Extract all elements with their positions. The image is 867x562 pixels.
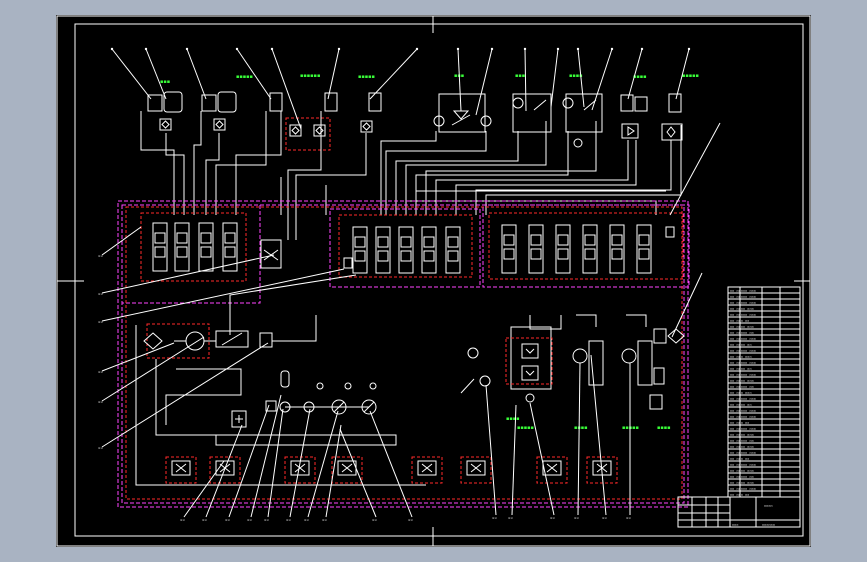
- left-leaders: [101, 122, 721, 448]
- valve-bank-right: [482, 204, 690, 288]
- svg-text:▫▫: ▫▫: [98, 291, 103, 296]
- svg-text:▪▪▪▪: ▪▪▪▪: [506, 416, 520, 422]
- valve-bank-left: [121, 204, 282, 304]
- pipe-runs: [140, 111, 682, 240]
- svg-text:▫▫: ▫▫: [202, 517, 207, 522]
- svg-text:▫▫: ▫▫: [550, 515, 555, 520]
- svg-text:▫▫ ▫▫▫ ▫▫▫: ▫▫ ▫▫▫ ▫▫▫: [730, 355, 752, 359]
- svg-text:▫▫ ▫▫▫▫▫ ▫▫: ▫▫ ▫▫▫▫▫ ▫▫: [730, 439, 754, 443]
- svg-text:▫▫ ▫▫▫ ▫▫: ▫▫ ▫▫▫ ▫▫: [730, 493, 749, 497]
- svg-text:▫▫▫▫: ▫▫▫▫: [764, 504, 773, 508]
- svg-text:▫▫ ▫▫▫▫ ▫▫▫: ▫▫ ▫▫▫▫ ▫▫▫: [730, 325, 754, 329]
- svg-text:▫▫: ▫▫: [180, 517, 185, 522]
- svg-text:▪▪▪: ▪▪▪: [515, 73, 525, 79]
- title-block: ▫▫▫▫ ▫▫▫▫▫▫ ▫▫▫: [677, 496, 801, 528]
- svg-text:▪▪▪▪▪: ▪▪▪▪▪: [236, 74, 253, 80]
- top-leaders: [110, 47, 691, 130]
- svg-text:▫▫: ▫▫: [508, 515, 513, 520]
- svg-text:▫▫ ▫▫▫ ▫▫: ▫▫ ▫▫▫ ▫▫: [730, 421, 749, 425]
- svg-text:▪▪▪▪: ▪▪▪▪: [633, 74, 647, 80]
- svg-text:▫▫ ▫▫▫▫▫ ▫▫▫: ▫▫ ▫▫▫▫▫ ▫▫▫: [730, 313, 756, 317]
- svg-text:▫▫ ▫▫▫▫▫ ▫▫: ▫▫ ▫▫▫▫▫ ▫▫: [730, 385, 754, 389]
- balloon-numbers: ▫▫▫▫ ▫▫▫▫ ▫▫▫▫ ▫▫▫▫ ▫▫▫▫ ▫▫▫▫ ▫▫▫▫ ▫▫▫▫ …: [98, 253, 631, 522]
- svg-text:▫▫: ▫▫: [492, 515, 497, 520]
- svg-text:▪▪▪▪: ▪▪▪▪: [657, 425, 671, 431]
- svg-text:▫▫: ▫▫: [286, 517, 291, 522]
- svg-text:▫▫ ▫▫▫▫▫ ▫▫▫: ▫▫ ▫▫▫▫▫ ▫▫▫: [730, 427, 756, 431]
- svg-text:▪▪▪▪▪: ▪▪▪▪▪: [682, 73, 699, 79]
- svg-text:▫▫ ▫▫▫▫ ▫▫: ▫▫ ▫▫▫▫ ▫▫: [730, 403, 752, 407]
- svg-text:▫▫ ▫▫▫▫▫ ▫▫▫: ▫▫ ▫▫▫▫▫ ▫▫▫: [730, 301, 756, 305]
- parts-list-table: ▫▫ ▫▫▫▫▫ ▫▫▫ ▫▫ ▫▫▫▫▫ ▫▫▫ ▫▫ ▫▫▫▫▫ ▫▫▫ ▫▫ …: [727, 286, 801, 498]
- svg-text:▫▫ ▫▫▫▫▫ ▫▫▫: ▫▫ ▫▫▫▫▫ ▫▫▫: [730, 451, 756, 455]
- svg-text:▫▫ ▫▫▫▫▫ ▫▫▫: ▫▫ ▫▫▫▫▫ ▫▫▫: [730, 415, 756, 419]
- svg-text:▫▫ ▫▫▫▫ ▫▫▫: ▫▫ ▫▫▫▫ ▫▫▫: [730, 481, 754, 485]
- svg-text:▪▪▪▪: ▪▪▪▪: [569, 73, 583, 79]
- svg-text:▫▫ ▫▫▫▫ ▫▫: ▫▫ ▫▫▫▫ ▫▫: [730, 367, 752, 371]
- bottom-leaders: [183, 354, 631, 518]
- svg-text:▫▫: ▫▫: [264, 517, 269, 522]
- svg-text:▫▫: ▫▫: [98, 399, 103, 404]
- svg-text:▫▫ ▫▫▫▫ ▫▫▫: ▫▫ ▫▫▫▫ ▫▫▫: [730, 445, 754, 449]
- svg-text:▫▫: ▫▫: [574, 515, 579, 520]
- bottom-actuators: [165, 456, 618, 484]
- svg-text:▪▪▪▪▪: ▪▪▪▪▪: [517, 425, 534, 431]
- svg-text:▫▫▫▫▫▫: ▫▫▫▫▫▫: [762, 523, 775, 527]
- svg-text:▫▫: ▫▫: [408, 517, 413, 522]
- svg-text:▫▫ ▫▫▫▫▫ ▫▫▫: ▫▫ ▫▫▫▫▫ ▫▫▫: [730, 409, 756, 413]
- top-actuator-row: [147, 91, 683, 151]
- valve-bank-middle: [329, 208, 481, 288]
- svg-text:▫▫ ▫▫▫▫▫ ▫▫: ▫▫ ▫▫▫▫▫ ▫▫: [730, 331, 754, 335]
- system-enclosure-red: [125, 206, 683, 500]
- svg-text:▫▫: ▫▫: [98, 445, 103, 450]
- svg-text:▫▫: ▫▫: [98, 319, 103, 324]
- outer-frame: [56, 15, 811, 547]
- svg-text:▫▫: ▫▫: [98, 369, 103, 374]
- svg-text:▫▫: ▫▫: [247, 517, 252, 522]
- svg-text:▫▫ ▫▫▫▫▫ ▫▫▫: ▫▫ ▫▫▫▫▫ ▫▫▫: [730, 463, 756, 467]
- svg-text:▫▫ ▫▫▫▫ ▫▫▫: ▫▫ ▫▫▫▫ ▫▫▫: [730, 307, 754, 311]
- svg-text:▪▪▪▪▪: ▪▪▪▪▪: [358, 74, 375, 80]
- svg-text:▫▫ ▫▫▫▫▫ ▫▫▫: ▫▫ ▫▫▫▫▫ ▫▫▫: [730, 397, 756, 401]
- green-annotations: ▪▪▪ ▪▪▪▪▪ ▪▪▪▪▪▪ ▪▪▪▪▪ ▪▪▪ ▪▪▪ ▪▪▪▪ ▪▪▪▪…: [160, 73, 699, 431]
- svg-text:▫▫: ▫▫: [372, 517, 377, 522]
- svg-text:▫▫ ▫▫▫ ▫▫: ▫▫ ▫▫▫ ▫▫: [730, 457, 749, 461]
- svg-text:▪▪▪▪▪▪: ▪▪▪▪▪▪: [300, 73, 320, 79]
- svg-text:▫▫: ▫▫: [225, 517, 230, 522]
- svg-text:▫▫: ▫▫: [626, 515, 631, 520]
- hydraulic-schematic: ▪▪▪ ▪▪▪▪▪ ▪▪▪▪▪▪ ▪▪▪▪▪ ▪▪▪ ▪▪▪ ▪▪▪▪ ▪▪▪▪…: [56, 15, 811, 547]
- svg-text:▫▫: ▫▫: [322, 517, 327, 522]
- svg-text:▫▫: ▫▫: [98, 253, 103, 258]
- svg-text:▫▫ ▫▫▫ ▫▫▫: ▫▫ ▫▫▫ ▫▫▫: [730, 391, 752, 395]
- right-motors: [460, 314, 685, 410]
- svg-text:▫▫ ▫▫▫▫▫ ▫▫▫: ▫▫ ▫▫▫▫▫ ▫▫▫: [730, 289, 756, 293]
- svg-text:▫▫ ▫▫▫▫▫ ▫▫▫: ▫▫ ▫▫▫▫▫ ▫▫▫: [730, 361, 756, 365]
- gauges-row: [215, 370, 397, 446]
- svg-text:▫▫: ▫▫: [602, 515, 607, 520]
- svg-text:▫▫ ▫▫▫▫▫ ▫▫: ▫▫ ▫▫▫▫▫ ▫▫: [730, 475, 754, 479]
- svg-text:▫▫ ▫▫▫▫ ▫▫▫: ▫▫ ▫▫▫▫ ▫▫▫: [730, 469, 754, 473]
- svg-text:▫▫ ▫▫▫▫ ▫▫▫: ▫▫ ▫▫▫▫ ▫▫▫: [730, 433, 754, 437]
- svg-text:▪▪▪: ▪▪▪: [160, 79, 170, 85]
- svg-text:▫▫ ▫▫▫ ▫▫: ▫▫ ▫▫▫ ▫▫: [730, 319, 749, 323]
- svg-text:▫▫: ▫▫: [304, 517, 309, 522]
- svg-text:▫▫ ▫▫▫▫▫ ▫▫▫: ▫▫ ▫▫▫▫▫ ▫▫▫: [730, 349, 756, 353]
- svg-text:▫▫ ▫▫▫▫ ▫▫: ▫▫ ▫▫▫▫ ▫▫: [730, 343, 752, 347]
- svg-text:▫▫ ▫▫▫▫▫ ▫▫▫: ▫▫ ▫▫▫▫▫ ▫▫▫: [730, 373, 756, 377]
- svg-text:▫▫ ▫▫▫▫ ▫▫▫: ▫▫ ▫▫▫▫ ▫▫▫: [730, 379, 754, 383]
- svg-text:▫▫ ▫▫▫▫▫ ▫▫▫: ▫▫ ▫▫▫▫▫ ▫▫▫: [730, 487, 756, 491]
- system-enclosure-magenta: [117, 200, 689, 508]
- inner-border: [74, 23, 804, 537]
- svg-text:▫▫ ▫▫▫▫▫ ▫▫▫: ▫▫ ▫▫▫▫▫ ▫▫▫: [730, 337, 756, 341]
- drawing-sheet: ▪▪▪ ▪▪▪▪▪ ▪▪▪▪▪▪ ▪▪▪▪▪ ▪▪▪ ▪▪▪ ▪▪▪▪ ▪▪▪▪…: [56, 15, 811, 547]
- svg-text:▪▪▪▪: ▪▪▪▪: [574, 425, 588, 431]
- svg-text:▫▫▫: ▫▫▫: [732, 523, 739, 527]
- svg-text:▫▫ ▫▫▫▫▫ ▫▫▫: ▫▫ ▫▫▫▫▫ ▫▫▫: [730, 295, 756, 299]
